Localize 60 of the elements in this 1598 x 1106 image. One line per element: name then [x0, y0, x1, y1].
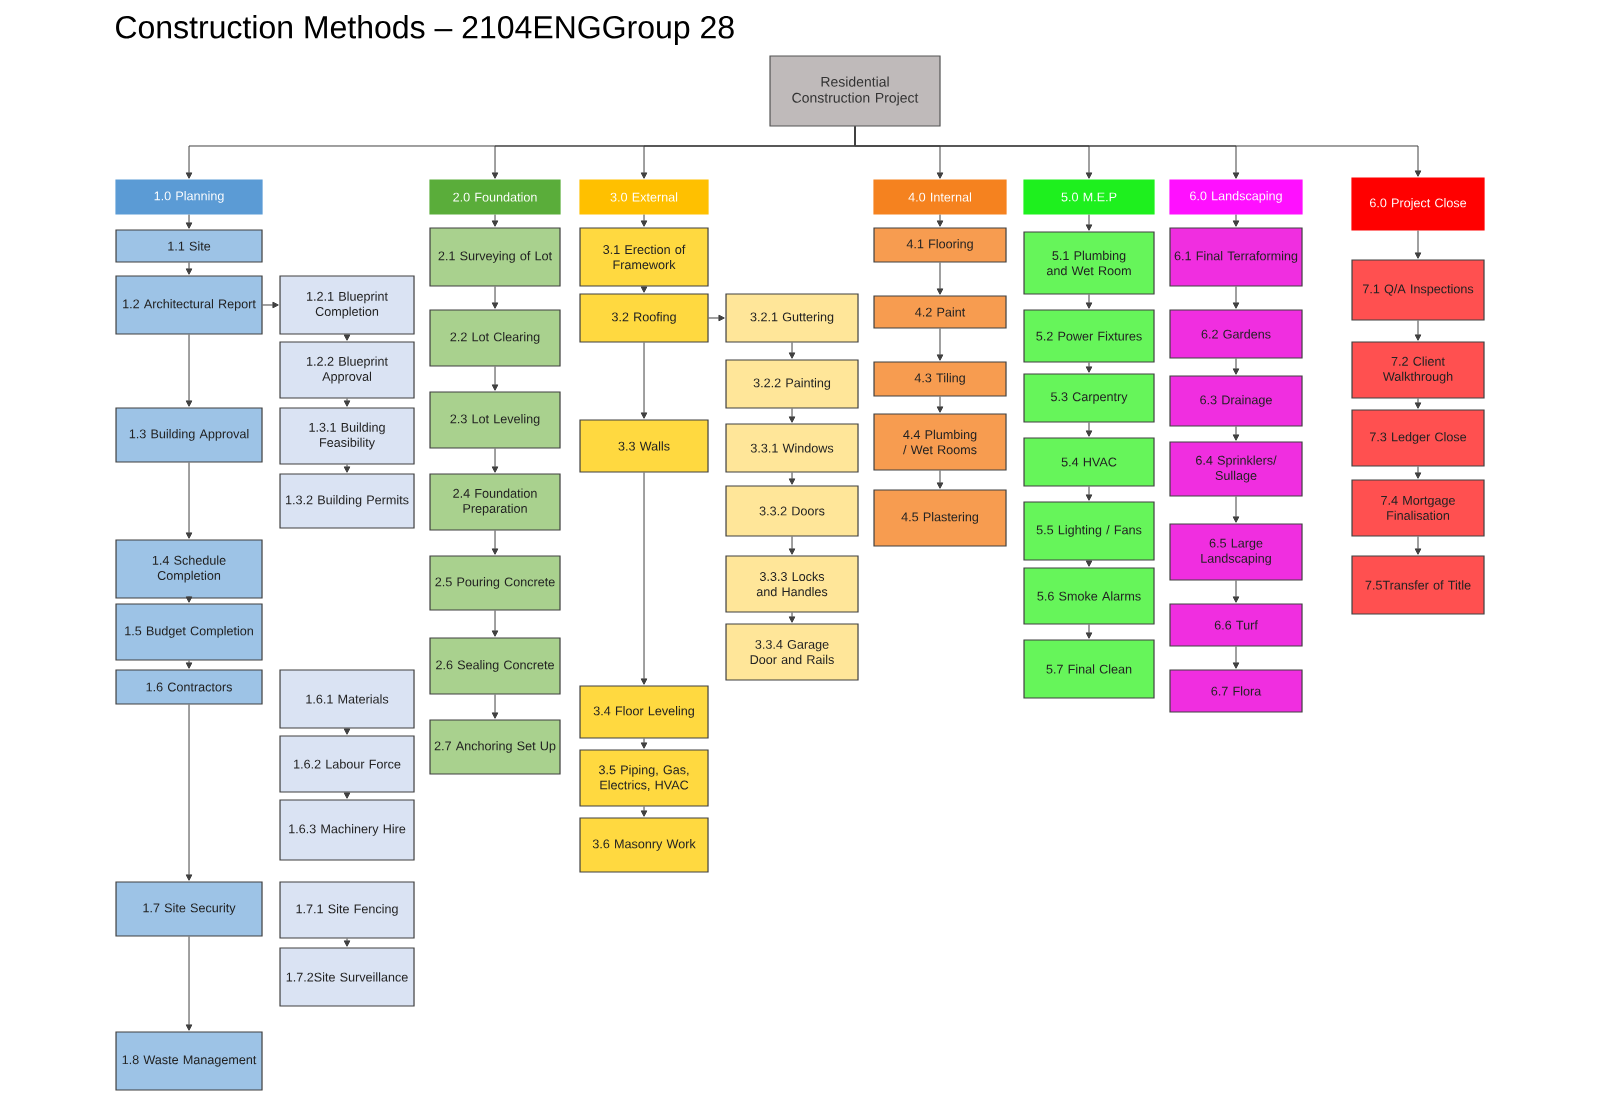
arrow — [788, 612, 796, 623]
arrow — [491, 610, 499, 637]
arrow — [1232, 646, 1240, 669]
arrow — [343, 464, 351, 473]
arrow — [185, 660, 193, 669]
arrow — [1232, 580, 1240, 603]
arrow — [708, 314, 725, 322]
arrow — [185, 334, 193, 407]
arrow — [1085, 362, 1093, 373]
arrow — [491, 286, 499, 309]
arrow — [491, 694, 499, 719]
arrow — [343, 334, 351, 341]
arrow — [640, 806, 648, 817]
arrow — [1232, 426, 1240, 441]
arrow — [640, 214, 648, 227]
arrow — [343, 398, 351, 407]
arrow — [185, 704, 193, 881]
title: Construction Methods – 2104ENGGroup 28 — [116, 15, 734, 45]
arrow — [1414, 230, 1422, 259]
arrow — [185, 936, 193, 1031]
arrow — [1085, 624, 1093, 639]
arrow — [788, 342, 796, 359]
arrow — [343, 792, 351, 799]
arrow — [1085, 486, 1093, 501]
arrow — [640, 342, 648, 419]
arrow — [491, 530, 499, 555]
arrow — [640, 738, 648, 749]
arrow — [936, 396, 944, 413]
arrow — [1414, 320, 1422, 341]
arrow — [1085, 422, 1093, 437]
arrow — [1232, 286, 1240, 309]
arrow — [185, 462, 193, 539]
arrow — [491, 366, 499, 391]
arrow — [936, 470, 944, 489]
arrow — [936, 214, 944, 227]
arrow — [640, 472, 648, 685]
arrow — [788, 536, 796, 555]
arrow — [262, 301, 279, 309]
arrow — [1232, 358, 1240, 375]
arrow — [491, 214, 499, 227]
arrow — [854, 126, 1422, 177]
arrow — [1414, 536, 1422, 555]
arrow — [936, 262, 944, 295]
arrow — [185, 214, 193, 229]
arrow — [343, 938, 351, 947]
arrow — [185, 596, 193, 603]
arrow — [1232, 496, 1240, 523]
arrow — [343, 728, 351, 735]
arrow — [1232, 214, 1240, 227]
arrow — [1085, 560, 1093, 567]
arrow — [185, 262, 193, 275]
arrow — [491, 448, 499, 473]
arrow — [1414, 398, 1422, 409]
arrow — [640, 286, 648, 293]
arrow — [788, 472, 796, 485]
arrow — [1414, 466, 1422, 479]
arrow — [788, 408, 796, 423]
arrow — [1085, 214, 1093, 231]
arrow — [936, 328, 944, 361]
arrow — [1085, 294, 1093, 309]
